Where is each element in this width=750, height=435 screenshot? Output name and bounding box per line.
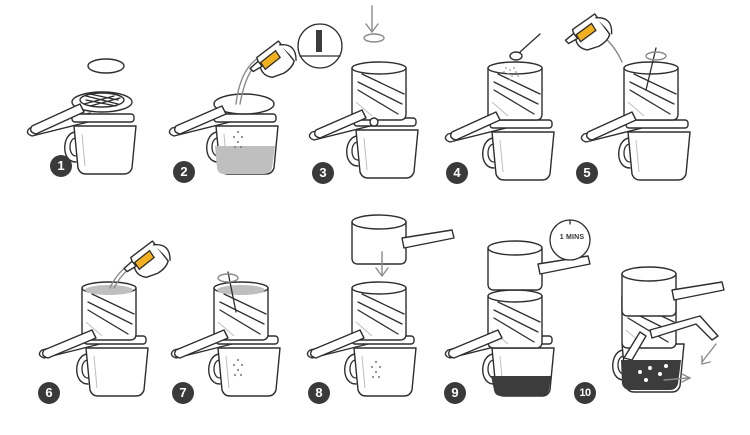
step-4-illustration xyxy=(444,34,555,181)
step-7-badge: 7 xyxy=(172,382,194,404)
step-5-badge: 5 xyxy=(576,162,598,184)
step-10-badge: 10 xyxy=(574,382,596,404)
step-6-badge: 6 xyxy=(38,382,60,404)
step-4-badge: 4 xyxy=(446,162,468,184)
step-9-badge: 9 xyxy=(444,382,466,404)
step-8-illustration xyxy=(306,214,455,397)
step-3-illustration xyxy=(298,6,419,179)
step-6-illustration xyxy=(38,236,176,397)
step-2-badge: 2 xyxy=(173,161,195,183)
timer-label: 1 MINS xyxy=(559,234,585,241)
step-3-badge: 3 xyxy=(312,162,334,184)
step-1-illustration xyxy=(26,59,137,175)
step-8-badge: 8 xyxy=(308,382,330,404)
step-9-illustration xyxy=(444,220,591,397)
step-1-badge: 1 xyxy=(50,155,72,177)
step-2-illustration xyxy=(168,36,302,175)
step-5-illustration xyxy=(559,9,691,181)
step-10-illustration xyxy=(612,266,725,393)
step-7-illustration xyxy=(170,272,281,397)
